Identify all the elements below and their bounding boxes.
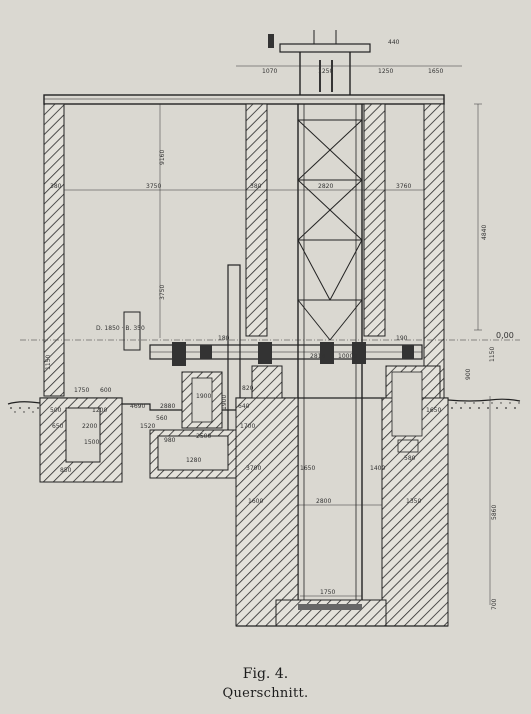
bearing-5 bbox=[200, 345, 212, 359]
soil-texture-left bbox=[8, 404, 40, 414]
dim-shaft-1350: 1350 bbox=[406, 498, 421, 505]
dim-mid-980: 980 bbox=[164, 437, 176, 444]
roof-beam bbox=[43, 94, 445, 105]
dim-span-left-wall: 380 bbox=[50, 183, 62, 190]
dim-mid-1280: 1280 bbox=[186, 457, 201, 464]
figure-caption: Fig. 4. Querschnitt. bbox=[0, 664, 531, 704]
pulley-block bbox=[123, 311, 141, 351]
dim-bearing-r: 190 bbox=[396, 335, 408, 342]
wall-center-left bbox=[245, 103, 268, 337]
dim-shaft-b: 10000 bbox=[338, 353, 357, 360]
dim-right-900: 900 bbox=[465, 368, 472, 380]
cross-section-drawing: 1070 1250 1250 1650 440 9160 4840 380 37… bbox=[7, 30, 521, 627]
dim-span-shaft: 2820 bbox=[318, 183, 333, 190]
gear-wheel bbox=[172, 342, 186, 366]
bearing-1 bbox=[258, 342, 272, 364]
dim-top-head: 440 bbox=[388, 39, 400, 46]
dim-mid-2500: 2500 bbox=[196, 433, 211, 440]
dim-left-650: 650 bbox=[52, 423, 64, 430]
dim-height-right: 4840 bbox=[481, 225, 488, 240]
dim-datum: 0,00 bbox=[496, 331, 514, 340]
pit-wall-left bbox=[235, 397, 299, 627]
dimension-labels: 1070 1250 1250 1650 440 9160 4840 380 37… bbox=[45, 39, 514, 610]
pit-floor bbox=[275, 599, 387, 627]
bearing-4 bbox=[402, 345, 414, 359]
bearing-2 bbox=[320, 342, 334, 364]
dim-left-600: 600 bbox=[100, 387, 112, 394]
wall-center-right bbox=[363, 103, 386, 337]
dim-depth-5860: 5860 bbox=[491, 505, 498, 520]
dim-mid-820: 820 bbox=[242, 385, 254, 392]
dim-mid-640: 640 bbox=[238, 403, 250, 410]
dim-mid-3700: 3700 bbox=[246, 465, 261, 472]
wall-right-outer bbox=[423, 103, 445, 399]
dim-mid-1650: 1650 bbox=[300, 465, 315, 472]
dim-pulley: D. 1850 · B. 350 bbox=[96, 325, 145, 332]
dim-top-mid: 1250 bbox=[318, 68, 333, 75]
soil-texture-right bbox=[450, 400, 520, 410]
figure-label: Fig. 4. bbox=[242, 666, 289, 682]
bearing-3 bbox=[352, 342, 366, 364]
dim-left-850: 850 bbox=[60, 467, 72, 474]
foundation-mid bbox=[149, 429, 237, 479]
dim-right-1150: 1150 bbox=[489, 347, 496, 362]
sheave bbox=[268, 34, 274, 48]
dim-shaft-dia: 180 bbox=[218, 335, 230, 342]
dim-lower-height: 3750 bbox=[159, 285, 166, 300]
dim-top-right: 1650 bbox=[428, 68, 443, 75]
foundation-left bbox=[39, 397, 123, 483]
dim-left-1750: 1750 bbox=[74, 387, 89, 394]
dim-span-center-wall: 380 bbox=[250, 183, 262, 190]
figure-title: Querschnitt. bbox=[222, 686, 309, 701]
dim-height-left: 9160 bbox=[159, 150, 166, 165]
dim-shaft-2800: 2800 bbox=[316, 498, 331, 505]
dim-left-1500: 1500 bbox=[84, 439, 99, 446]
dim-left-2200: 2200 bbox=[82, 423, 97, 430]
dim-mid-1400: 1400 bbox=[370, 465, 385, 472]
dim-top-small: 1250 bbox=[378, 68, 393, 75]
pedestal-right bbox=[391, 371, 423, 437]
dim-depth-700: 700 bbox=[491, 598, 498, 610]
headframe-top bbox=[279, 43, 371, 53]
dim-mid-1900b: 1900 bbox=[221, 395, 228, 410]
dim-right-1650: 1650 bbox=[426, 407, 441, 414]
dim-left-4690: 4690 bbox=[130, 403, 145, 410]
dim-shaft-a: 2814 bbox=[310, 353, 325, 360]
dim-mid-560: 560 bbox=[156, 415, 168, 422]
dim-mid-1520: 1520 bbox=[140, 423, 155, 430]
dim-left-1200: 1200 bbox=[92, 407, 107, 414]
dim-left-500: 500 bbox=[50, 407, 62, 414]
dim-top-left: 1070 bbox=[262, 68, 277, 75]
dim-right-580: 580 bbox=[404, 455, 416, 462]
dim-left-1150: 1150 bbox=[45, 355, 52, 370]
dim-mid-1900: 1900 bbox=[196, 393, 211, 400]
dim-mid-1700: 1700 bbox=[240, 423, 255, 430]
dim-span-left: 3750 bbox=[146, 183, 161, 190]
dim-left-2880: 2880 bbox=[160, 403, 175, 410]
dim-span-right: 3760 bbox=[396, 183, 411, 190]
dim-shaft-1750: 1750 bbox=[320, 589, 335, 596]
wall-left-outer bbox=[43, 103, 65, 397]
dim-shaft-1600: 1600 bbox=[248, 498, 263, 505]
